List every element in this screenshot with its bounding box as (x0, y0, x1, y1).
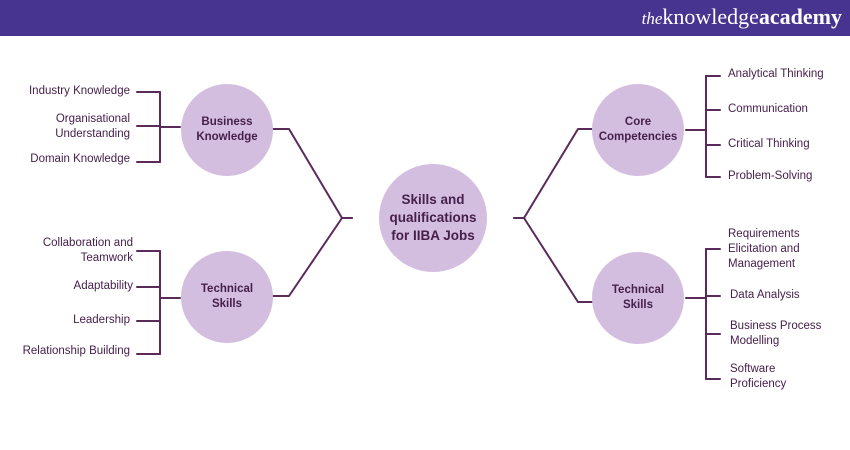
label-organisational-understanding: Organisational Understanding (55, 113, 130, 140)
header-bar: theknowledgeacademy (0, 0, 850, 36)
label-analytical-thinking: Analytical Thinking (728, 68, 824, 80)
label-data-analysis: Data Analysis (730, 289, 800, 301)
label-domain-knowledge: Domain Knowledge (30, 153, 130, 165)
mind-map: Skills and qualifications for IIBA Jobs … (0, 36, 850, 450)
label-collaboration-teamwork: Collaboration and Teamwork (42, 237, 133, 264)
label-leadership: Leadership (73, 314, 130, 326)
hub-technical-skills-left: Technical Skills (181, 251, 273, 343)
hub-business-knowledge: Business Knowledge (181, 84, 273, 176)
label-industry-knowledge: Industry Knowledge (28, 85, 130, 97)
link-center-core (513, 128, 593, 219)
hub-technical-skills-right: Technical Skills (592, 252, 684, 344)
label-requirements-elicitation: Requirements Elicitation and Management (728, 228, 800, 270)
label-business-process-modelling: Business Process Modelling (730, 320, 822, 347)
label-relationship-building: Relationship Building (22, 345, 130, 357)
brand-logo: theknowledgeacademy (641, 4, 842, 29)
hub-core-competencies: Core Competencies (592, 84, 684, 176)
label-critical-thinking: Critical Thinking (728, 138, 810, 150)
label-adaptability: Adaptability (73, 280, 133, 292)
link-center-technical-left (272, 217, 353, 297)
label-communication: Communication (728, 103, 808, 115)
center-node: Skills and qualifications for IIBA Jobs (379, 164, 487, 272)
link-center-technical-right (513, 217, 593, 303)
link-center-business (272, 128, 353, 219)
connector-lines (136, 75, 721, 380)
label-software-proficiency: Software Proficiency (730, 363, 787, 390)
label-problem-solving: Problem-Solving (728, 170, 813, 182)
